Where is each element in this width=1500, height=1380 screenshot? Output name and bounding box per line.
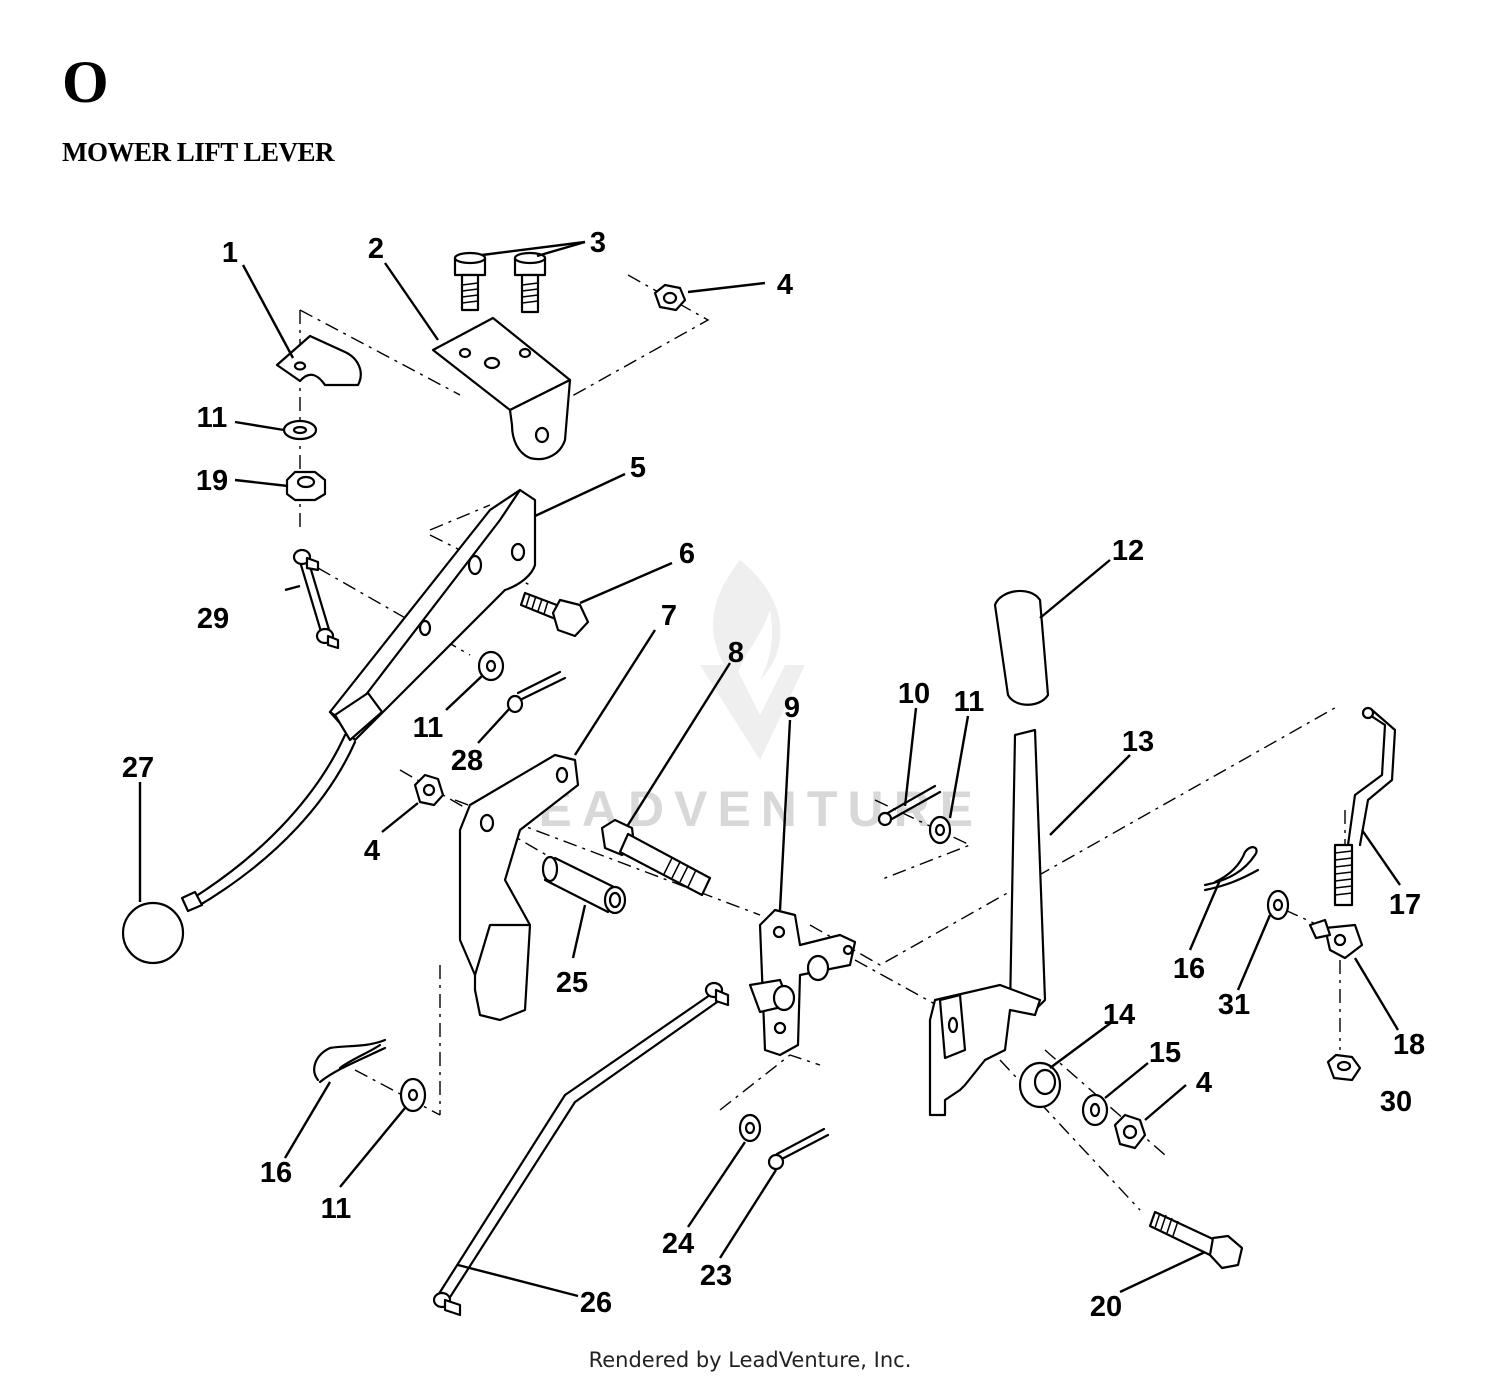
- callout-leaders: [138, 240, 1401, 1298]
- part-28-cotter-pin: [506, 670, 567, 714]
- callout-17: 17: [1389, 889, 1421, 921]
- callout-4: 4: [777, 269, 793, 301]
- part-11-washer-mid: [477, 650, 505, 682]
- callout-15: 15: [1149, 1037, 1181, 1069]
- callout-11: 11: [321, 1193, 352, 1225]
- callout-11: 11: [413, 712, 444, 744]
- part-6-bolt: [519, 591, 590, 638]
- part-10-cotter-pin: [877, 784, 942, 827]
- part-12-handle-grip: [993, 589, 1050, 706]
- part-23-cotter-pin: [767, 1127, 830, 1171]
- callout-13: 13: [1122, 726, 1154, 758]
- part-4-hex-nut: [653, 283, 687, 312]
- callout-11: 11: [197, 402, 228, 434]
- exploded-view-drawing: LEADVENTURE: [121, 227, 1425, 1323]
- render-credit: Rendered by LeadVenture, Inc.: [588, 1348, 912, 1372]
- part-25-spacer: [541, 855, 627, 915]
- callout-29: 29: [197, 603, 229, 635]
- part-27-cable-knob: [121, 733, 357, 965]
- part-31-washer: [1266, 889, 1290, 921]
- part-29-link: [292, 548, 340, 650]
- assembly-lines: [299, 274, 1346, 1211]
- callout-6: 6: [679, 538, 695, 570]
- part-30-nut: [1326, 1053, 1362, 1082]
- part-8-bolt: [600, 818, 712, 897]
- callout-30: 30: [1380, 1086, 1412, 1118]
- callout-5: 5: [630, 452, 646, 484]
- callout-labels: 1 2 3 4 11 19 5 6 29 7 8 11 28 27 4 9 10…: [122, 227, 1425, 1323]
- callout-19: 19: [196, 465, 228, 497]
- callout-4: 4: [1196, 1067, 1212, 1099]
- part-18-swivel: [1308, 918, 1364, 960]
- callout-27: 27: [122, 752, 154, 784]
- part-5-lift-arm: [328, 488, 537, 742]
- watermark-logo-icon: [700, 560, 805, 760]
- part-4-hex-nut-bottom: [1113, 1113, 1147, 1150]
- diagram-title: MOWER LIFT LEVER: [62, 137, 335, 167]
- callout-10: 10: [898, 678, 930, 710]
- part-20-bolt: [1148, 1210, 1244, 1270]
- part-3-bolts: [453, 251, 547, 314]
- callout-11: 11: [954, 686, 985, 718]
- callout-1: 1: [222, 237, 238, 269]
- callout-12: 12: [1112, 535, 1144, 567]
- callout-16: 16: [260, 1157, 292, 1189]
- part-11-washer-right: [928, 815, 952, 845]
- part-4-hex-nut-mid: [413, 773, 445, 807]
- part-11-washer: [282, 419, 318, 441]
- callout-31: 31: [1218, 989, 1250, 1021]
- part-24-washer: [738, 1113, 762, 1143]
- part-19-nut: [285, 470, 327, 502]
- callout-3: 3: [590, 227, 606, 259]
- callout-18: 18: [1393, 1029, 1425, 1061]
- part-16-hairpin-clip-bottom: [313, 1038, 387, 1084]
- callout-8: 8: [728, 637, 744, 669]
- callout-26: 26: [580, 1287, 612, 1319]
- callout-7: 7: [661, 600, 677, 632]
- part-9-pivot-plate: [748, 908, 857, 1057]
- section-letter: O: [62, 49, 109, 115]
- callout-25: 25: [556, 967, 588, 999]
- callout-16: 16: [1173, 953, 1205, 985]
- part-16-hairpin-clip: [1203, 846, 1260, 892]
- callout-20: 20: [1090, 1291, 1122, 1323]
- part-13-lift-lever: [928, 728, 1047, 1117]
- part-14-bushing: [1018, 1061, 1062, 1109]
- part-2-bracket: [431, 316, 572, 461]
- part-17-adjustment-rod: [1333, 706, 1397, 907]
- part-26-lift-link: [432, 981, 730, 1317]
- callout-28: 28: [451, 745, 483, 777]
- callout-23: 23: [700, 1260, 732, 1292]
- callout-14: 14: [1103, 999, 1135, 1031]
- part-1-cable-clip: [275, 334, 362, 387]
- callout-9: 9: [784, 692, 800, 724]
- callout-4: 4: [364, 835, 380, 867]
- callout-24: 24: [662, 1228, 694, 1260]
- part-15-washer: [1081, 1093, 1109, 1127]
- part-11-washer-bottom: [399, 1077, 427, 1113]
- part-7-bracket: [458, 753, 580, 1022]
- callout-2: 2: [368, 233, 384, 265]
